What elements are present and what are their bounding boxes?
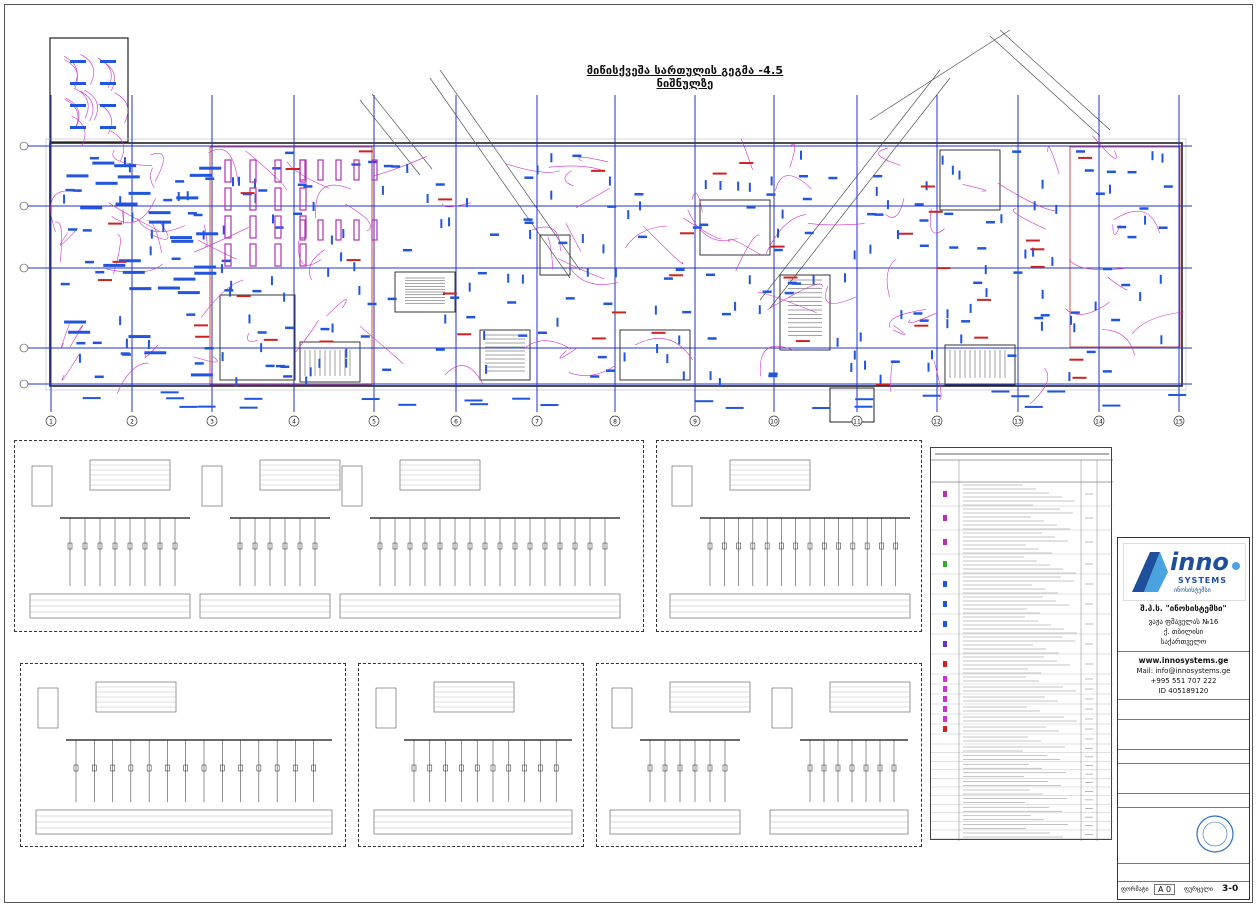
scheme-panel-4 (358, 663, 584, 847)
format-label: ფორმატი (1121, 886, 1149, 893)
axis-marker (689, 415, 701, 427)
logo-icon (1132, 552, 1240, 592)
tb-row-stamp (1118, 807, 1249, 863)
axis-label: 15 (1175, 419, 1183, 426)
logo-subtitle-ka: ინოსისტემსი (1174, 587, 1211, 594)
address-line-2: ქ. თბილისი (1163, 628, 1204, 636)
scheme-panel-1 (14, 440, 644, 632)
contact-block: www.innosystems.ge Mail: info@innosystem… (1118, 651, 1249, 699)
company-name: შ.პ.ს. "ინოსისტემსი" (1140, 604, 1227, 613)
company-seal-icon (1196, 815, 1234, 853)
axis-marker (1093, 415, 1105, 427)
axis-marker (851, 415, 863, 427)
axis-marker (531, 415, 543, 427)
axis-label: 6 (454, 419, 458, 426)
tb-row-signatures (1118, 863, 1249, 881)
symbol-legend (930, 447, 1113, 841)
address-line-1: ვაჟა ფშაველას №16 (1148, 618, 1219, 626)
axis-label: 8 (613, 419, 617, 426)
logo-subtitle: SYSTEMS (1178, 576, 1227, 585)
axis-label: 3 (210, 419, 214, 426)
company-logo: inno SYSTEMS ინოსისტემსი (1123, 543, 1246, 601)
axis-marker (931, 415, 943, 427)
axis-label: 4 (292, 419, 296, 426)
axis-label: 9 (693, 419, 697, 426)
axis-label: 11 (853, 419, 861, 426)
tb-row-project (1118, 719, 1249, 749)
tb-row-sheet-name (1118, 763, 1249, 793)
scheme-panel-2 (656, 440, 922, 632)
axis-label: 1 (49, 419, 53, 426)
company-phone: +995 551 707 222 (1150, 677, 1217, 685)
axis-marker (368, 415, 380, 427)
logo-wordmark: inno (1170, 548, 1229, 576)
scheme-panel-3 (20, 663, 346, 847)
axis-label: 13 (1014, 419, 1022, 426)
tb-row-date (1118, 793, 1249, 807)
axis-label: 10 (770, 419, 778, 426)
axis-label: 12 (933, 419, 941, 426)
axis-marker (1173, 415, 1185, 427)
axis-marker (1012, 415, 1024, 427)
sheet-number: 3-0 (1222, 884, 1239, 894)
title-block: inno SYSTEMS ინოსისტემსი შ.პ.ს. "ინოსისტ… (1117, 537, 1250, 900)
axis-marker (206, 415, 218, 427)
axis-marker (45, 415, 57, 427)
sheet-label: ფურცელი (1184, 886, 1213, 893)
scheme-panel-5 (596, 663, 922, 847)
sheet-frame (4, 4, 1253, 903)
axis-marker (126, 415, 138, 427)
tb-row-client (1118, 699, 1249, 719)
axis-marker (450, 415, 462, 427)
company-id: ID 405189120 (1158, 687, 1209, 695)
axis-marker (609, 415, 621, 427)
axis-label: 5 (372, 419, 376, 426)
tb-row-format: ფორმატი A 0 ფურცელი 3-0 (1118, 881, 1249, 900)
tb-row-stage (1118, 749, 1249, 763)
axis-label: 14 (1095, 419, 1103, 426)
drawing-title: მიწისქვეშა სართულის გეგმა -4.5 ნიშნულზე (586, 64, 784, 90)
address-line-3: საქართველო (1160, 638, 1207, 646)
axis-label: 7 (535, 419, 539, 426)
legend-rows (931, 453, 1113, 841)
axis-marker (288, 415, 300, 427)
company-website: www.innosystems.ge (1138, 656, 1229, 665)
axis-marker (768, 415, 780, 427)
company-email: Mail: info@innosystems.ge (1136, 667, 1231, 675)
axis-label: 2 (130, 419, 134, 426)
format-value: A 0 (1154, 884, 1176, 895)
